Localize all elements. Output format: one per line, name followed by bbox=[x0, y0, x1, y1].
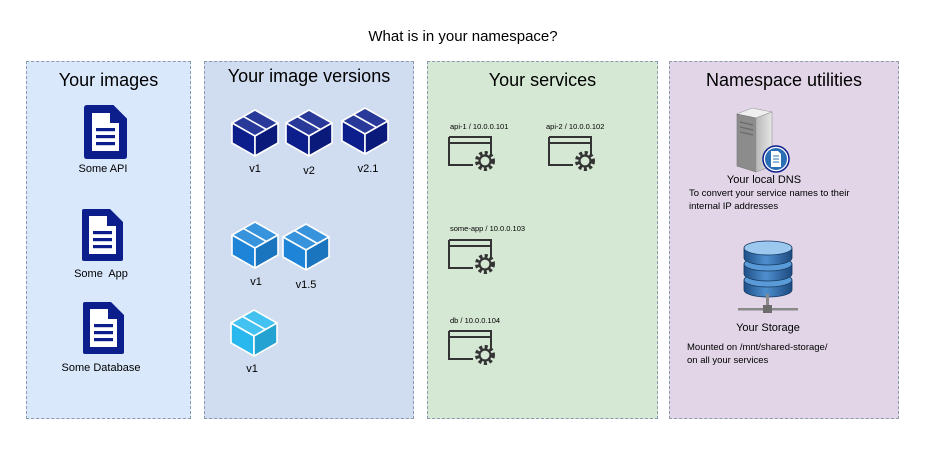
image-label-some-database: Some Database bbox=[61, 362, 141, 374]
storage-title: Your Storage bbox=[736, 322, 800, 334]
container-image-cube-icon bbox=[285, 109, 333, 157]
container-image-cube-icon bbox=[341, 107, 389, 155]
versions-panel-heading: Your image versions bbox=[227, 66, 391, 86]
dns-desc-line-2: internal IP addresses bbox=[689, 201, 779, 212]
container-image-cube-icon bbox=[230, 309, 278, 357]
version-label: v2.1 bbox=[357, 163, 379, 175]
services-panel-heading: Your services bbox=[488, 70, 597, 90]
service-label-api-1: api-1 / 10.0.0.101 bbox=[450, 122, 509, 131]
image-label-some-app: Some App bbox=[74, 268, 128, 280]
version-label: v1 bbox=[250, 276, 262, 288]
storage-description: Mounted on /mnt/shared-storage/ on all y… bbox=[687, 341, 827, 367]
container-image-cube-icon bbox=[231, 221, 279, 269]
container-image-cube-icon bbox=[282, 223, 330, 271]
storage-database-icon bbox=[738, 240, 798, 313]
utilities-panel-heading: Namespace utilities bbox=[705, 70, 863, 90]
images-panel-heading: Your images bbox=[58, 70, 159, 90]
service-label-db: db / 10.0.0.104 bbox=[450, 316, 501, 325]
app-settings-icon bbox=[548, 136, 595, 171]
version-label: v2 bbox=[303, 165, 315, 177]
diagram-title: What is in your namespace? bbox=[368, 28, 558, 45]
storage-desc-line-1: Mounted on /mnt/shared-storage/ bbox=[687, 342, 828, 353]
app-settings-icon bbox=[448, 136, 495, 171]
container-image-cube-icon bbox=[231, 109, 279, 157]
dns-description: To convert your service names to their i… bbox=[689, 187, 850, 213]
service-label-api-2: api-2 / 10.0.0.102 bbox=[546, 122, 605, 131]
version-label: v1 bbox=[249, 163, 261, 175]
document-icon bbox=[83, 302, 124, 354]
version-label: v1.5 bbox=[295, 279, 317, 291]
document-icon bbox=[84, 105, 127, 159]
service-label-some-app: some-app / 10.0.0.103 bbox=[450, 224, 526, 233]
utilities-panel: Namespace utilities bbox=[669, 61, 899, 419]
app-settings-icon bbox=[448, 330, 495, 365]
dns-server-icon bbox=[735, 107, 790, 173]
dns-desc-line-1: To convert your service names to their bbox=[689, 188, 850, 199]
document-icon bbox=[82, 209, 123, 261]
app-settings-icon bbox=[448, 239, 495, 274]
storage-desc-line-2: on all your services bbox=[687, 355, 769, 366]
image-label-some-api: Some API bbox=[78, 163, 128, 175]
version-label: v1 bbox=[246, 363, 258, 375]
dns-title: Your local DNS bbox=[726, 174, 802, 186]
